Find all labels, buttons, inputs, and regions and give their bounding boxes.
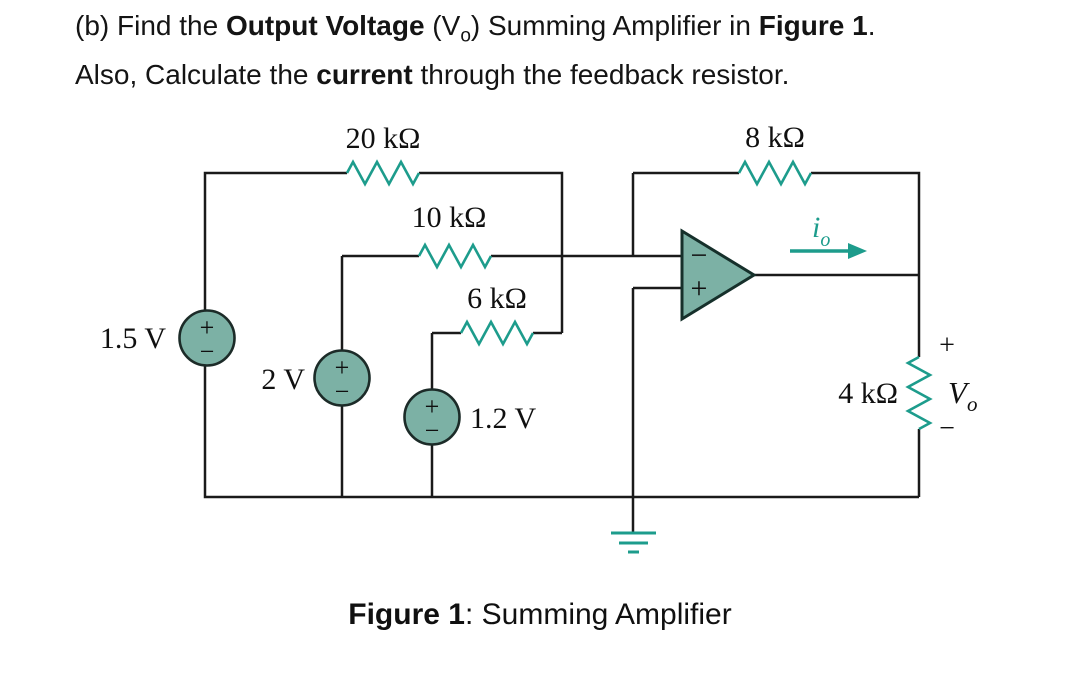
q1-mid1: (V: [424, 10, 461, 41]
output-voltage-main: V: [948, 375, 970, 410]
source-2v-minus-sign: −: [335, 377, 350, 406]
q1-mid2: ) Summing Amplifier in: [470, 10, 759, 41]
question-text: (b) Find the Output Voltage (Vo) Summing…: [75, 1, 875, 99]
q1-bold-output-voltage: Output Voltage: [225, 10, 425, 41]
resistor-6k-label: 6 kΩ: [467, 282, 527, 315]
opamp-inverting-input-sign: −: [691, 239, 708, 272]
resistor-8k: [737, 159, 813, 187]
circuit-wires: [203, 171, 921, 532]
output-voltage-plus-sign: +: [939, 330, 955, 361]
opamp-noninverting-input-sign: +: [691, 272, 708, 305]
q1-suffix: .: [867, 10, 876, 41]
source-1v5-plus-sign: +: [200, 313, 215, 342]
resistor-20k-label: 20 kΩ: [346, 122, 421, 155]
source-1v5-minus-sign: −: [200, 337, 215, 366]
opamp-body: [680, 228, 757, 322]
resistor-4k-label: 4 kΩ: [838, 377, 898, 410]
source-1v5: + − 1.5 V: [100, 309, 236, 367]
output-current-sub: o: [820, 229, 830, 251]
ground-icon: [611, 531, 656, 554]
caption-bold: Figure 1: [348, 598, 465, 631]
q1-subscript-o: o: [460, 25, 471, 47]
opamp: − +: [680, 228, 757, 322]
q2-suffix: through the feedback resistor.: [412, 59, 790, 90]
source-1v2-minus-sign: −: [425, 416, 440, 445]
q1-prefix: (b) Find the: [75, 10, 226, 41]
source-1v5-label: 1.5 V: [100, 322, 166, 355]
figure-caption: Figure 1: Summing Amplifier: [0, 598, 1080, 632]
resistor-20k: [345, 159, 421, 187]
output-voltage-sub: o: [967, 392, 978, 416]
resistor-6k: [459, 319, 535, 347]
output-current-label: io: [812, 211, 830, 251]
source-2v-body: [313, 349, 371, 407]
q2-prefix: Also, Calculate the: [75, 59, 317, 90]
output-voltage-label: Vo: [948, 375, 977, 416]
resistor-10k: [417, 242, 493, 270]
source-1v5-body: [178, 309, 236, 367]
source-1v2-plus-sign: +: [425, 392, 440, 421]
question-line-1: (b) Find the Output Voltage (Vo) Summing…: [75, 1, 875, 50]
question-line-2: Also, Calculate the current through the …: [75, 50, 875, 99]
output-current-arrow-head: [848, 243, 867, 259]
q2-bold-current: current: [316, 59, 413, 90]
output-current-annotation: io: [790, 211, 867, 259]
output-current-main: i: [812, 211, 820, 244]
caption-rest: : Summing Amplifier: [464, 598, 732, 631]
source-1v2: + − 1.2 V: [403, 388, 536, 446]
source-2v-plus-sign: +: [335, 353, 350, 382]
output-voltage-minus-sign: −: [939, 413, 955, 444]
resistor-10k-label: 10 kΩ: [412, 201, 487, 234]
source-1v2-label: 1.2 V: [470, 402, 536, 435]
source-2v-label: 2 V: [261, 363, 305, 396]
source-1v2-body: [403, 388, 461, 446]
resistor-8k-label: 8 kΩ: [745, 121, 805, 154]
source-2v: + − 2 V: [261, 349, 371, 407]
q1-bold-figure-1: Figure 1: [758, 10, 868, 41]
resistor-4k: [905, 355, 933, 431]
output-voltage-annotation: + Vo −: [939, 330, 977, 444]
